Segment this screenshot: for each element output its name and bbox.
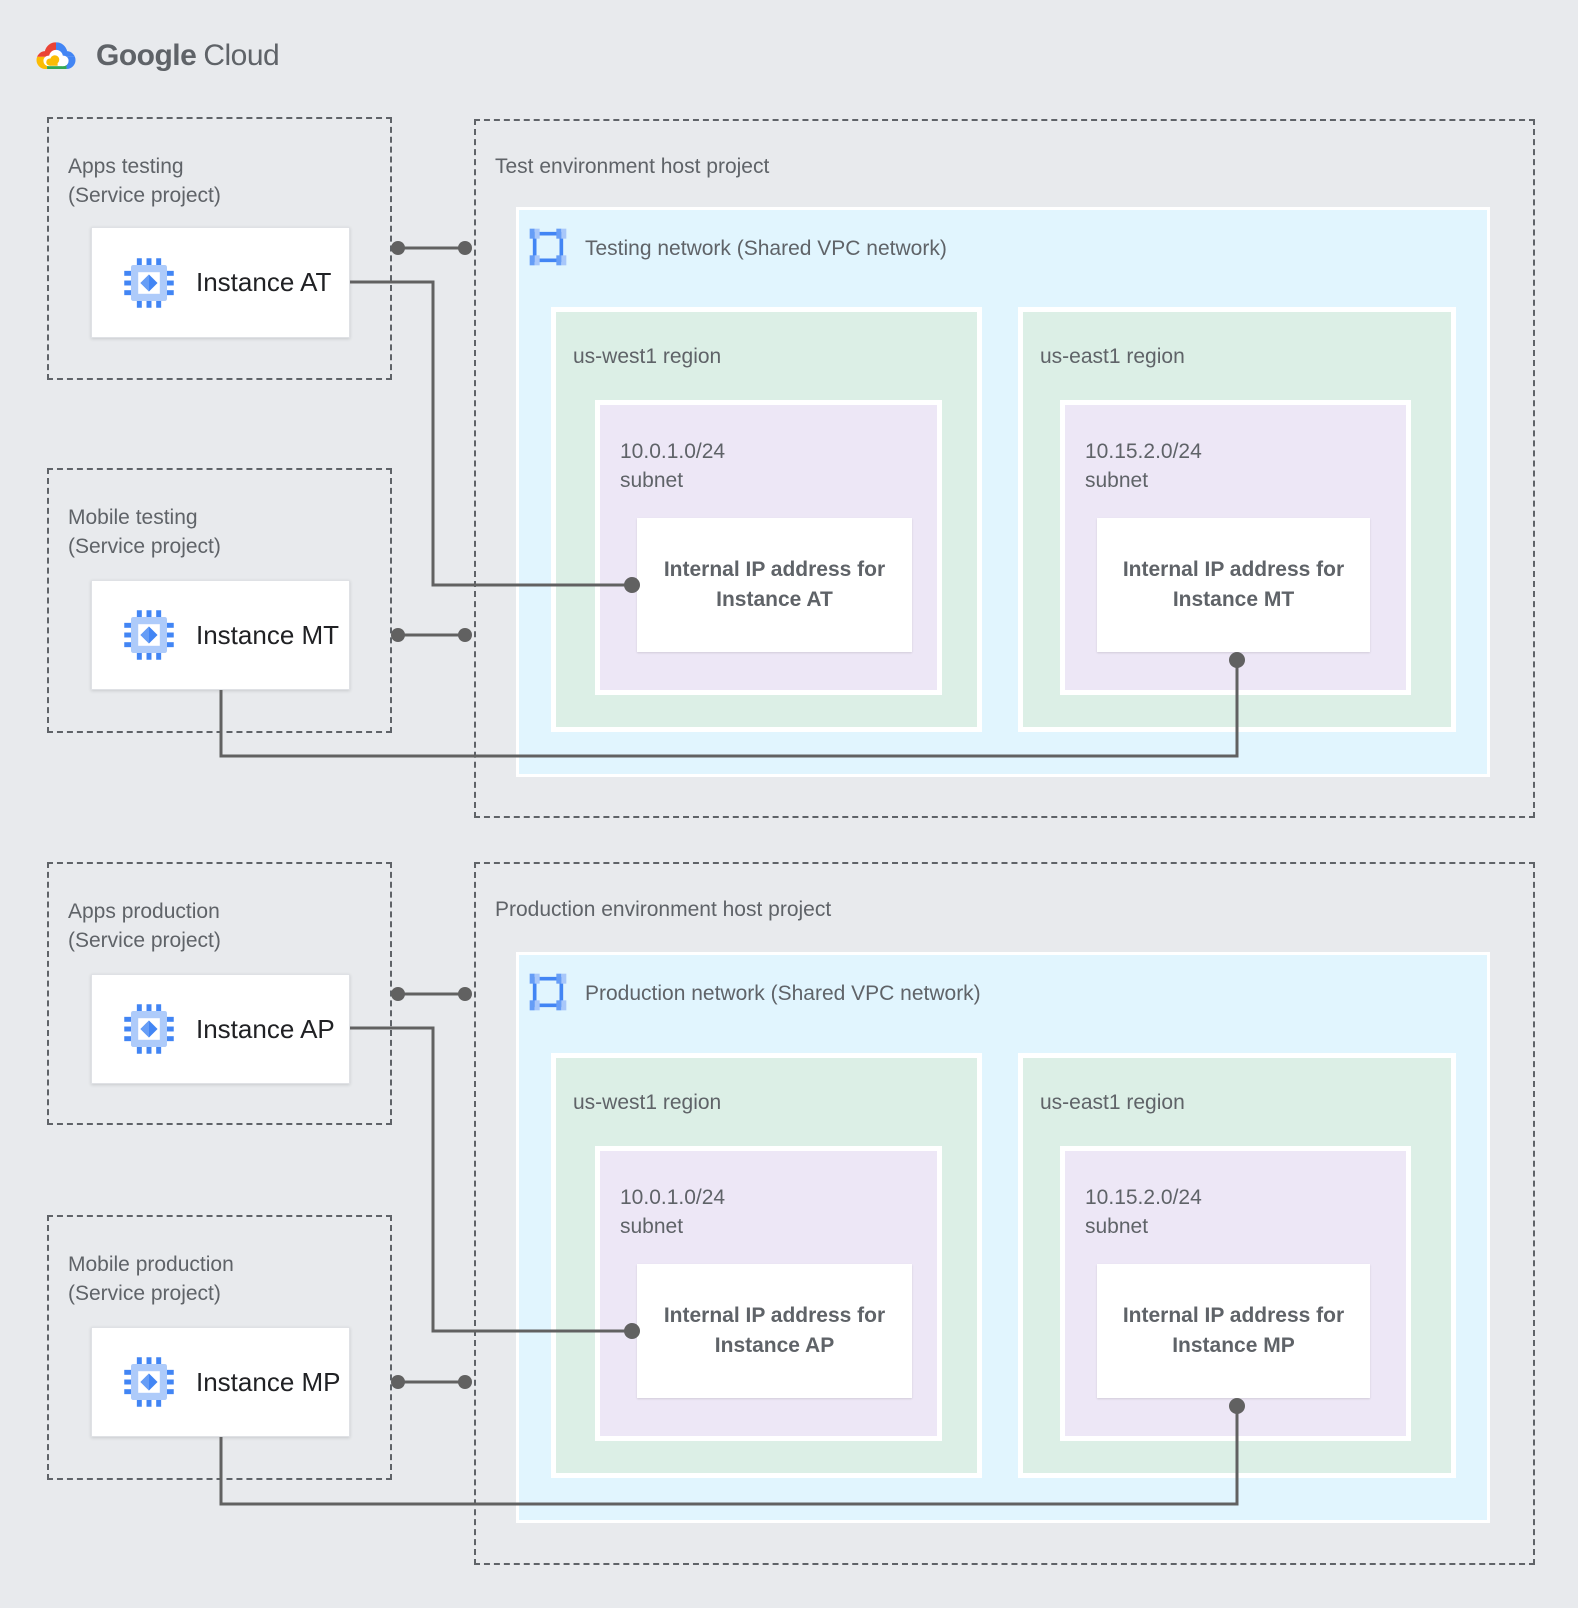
- subnet-label: 10.0.1.0/24 subnet: [620, 1183, 725, 1241]
- region-label: us-west1 region: [573, 1091, 722, 1114]
- ip-instance: Instance MT: [1172, 588, 1295, 611]
- ip-instance: Instance AP: [714, 1334, 835, 1357]
- instance-label: Instance MP: [196, 1366, 341, 1397]
- instance-card-at: Instance AT: [91, 227, 350, 338]
- vpc-network-icon: [528, 972, 568, 1012]
- subnet-word: subnet: [1085, 1215, 1149, 1238]
- subnet-word: subnet: [620, 469, 684, 492]
- subnet-word: subnet: [620, 1215, 684, 1238]
- service-project-label: Apps production (Service project): [68, 897, 221, 955]
- compute-engine-icon: [124, 1004, 174, 1054]
- project-name: Mobile production: [68, 1253, 234, 1276]
- subnet-cidr: 10.15.2.0/24: [1085, 440, 1202, 463]
- compute-engine-icon: [124, 610, 174, 660]
- region-label: us-east1 region: [1040, 345, 1185, 368]
- project-type: (Service project): [68, 184, 221, 207]
- compute-engine-icon: [124, 1357, 174, 1407]
- logo-product: Cloud: [203, 39, 280, 72]
- service-project-label: Apps testing (Service project): [68, 152, 221, 210]
- compute-engine-icon: [124, 257, 174, 308]
- network-label: Testing network (Shared VPC network): [585, 237, 947, 260]
- project-type: (Service project): [68, 535, 221, 558]
- internal-ip-box-instance-at: Internal IP address for Instance AT: [637, 518, 912, 652]
- service-project-label: Mobile production (Service project): [68, 1250, 234, 1308]
- subnet-label: 10.15.2.0/24 subnet: [1085, 1183, 1202, 1241]
- instance-label: Instance AP: [196, 1013, 335, 1044]
- instance-label: Instance MT: [196, 619, 340, 650]
- subnet-cidr: 10.15.2.0/24: [1085, 1186, 1202, 1209]
- ip-instance: Instance MP: [1172, 1334, 1295, 1357]
- service-project-label: Mobile testing (Service project): [68, 503, 221, 561]
- subnet-cidr: 10.0.1.0/24: [620, 440, 726, 463]
- project-name: Apps production: [68, 900, 220, 923]
- project-name: Apps testing: [68, 155, 184, 178]
- service-project-apps-production: Apps production (Service project): [47, 862, 392, 1125]
- ip-instance: Instance AT: [716, 588, 833, 611]
- host-project-title: Production environment host project: [495, 898, 832, 921]
- logo-brand: Google: [96, 39, 197, 72]
- subnet-cidr: 10.0.1.0/24: [620, 1186, 726, 1209]
- subnet-label: 10.15.2.0/24 subnet: [1085, 437, 1202, 495]
- subnet-word: subnet: [1085, 469, 1149, 492]
- instance-card-mt: Instance MT: [91, 580, 350, 690]
- internal-ip-box-instance-ap: Internal IP address for Instance AP: [637, 1264, 912, 1398]
- subnet-label: 10.0.1.0/24 subnet: [620, 437, 725, 495]
- project-name: Mobile testing: [68, 506, 198, 529]
- ip-title: Internal IP address for: [1122, 558, 1345, 581]
- google-cloud-logo-icon: [36, 42, 76, 69]
- instance-card-mp: Instance MP: [91, 1327, 350, 1437]
- project-type: (Service project): [68, 929, 221, 952]
- network-label: Production network (Shared VPC network): [585, 982, 981, 1005]
- ip-title: Internal IP address for: [663, 1304, 886, 1327]
- ip-title: Internal IP address for: [1122, 1304, 1345, 1327]
- region-label: us-west1 region: [573, 345, 722, 368]
- project-type: (Service project): [68, 1282, 221, 1305]
- instance-card-ap: Instance AP: [91, 974, 350, 1084]
- ip-title: Internal IP address for: [663, 558, 886, 581]
- vpc-network-icon: [528, 227, 568, 267]
- internal-ip-box-instance-mp: Internal IP address for Instance MP: [1097, 1264, 1370, 1398]
- region-label: us-east1 region: [1040, 1091, 1185, 1114]
- host-project-title: Test environment host project: [495, 155, 770, 178]
- instance-label: Instance AT: [196, 267, 332, 297]
- internal-ip-box-instance-mt: Internal IP address for Instance MT: [1097, 518, 1370, 652]
